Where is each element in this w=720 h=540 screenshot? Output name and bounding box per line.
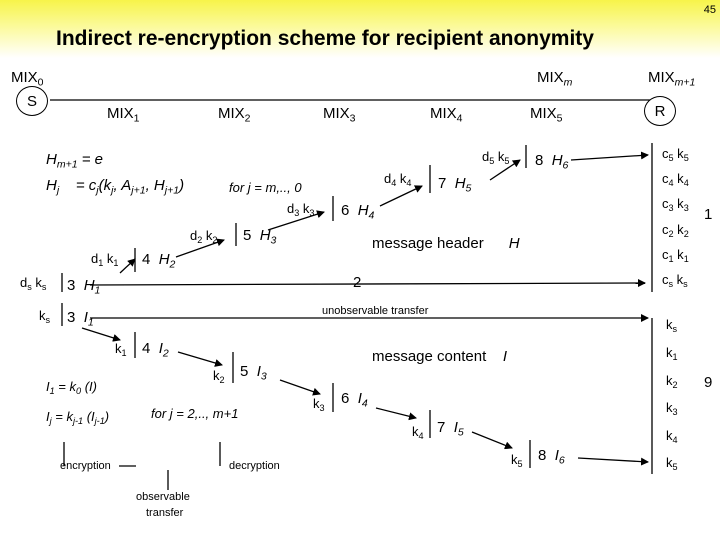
hm1-definition: Hm+1 = e <box>46 151 103 171</box>
header-d2-k2: d2 k2 <box>190 228 218 246</box>
header-step-6: 6 H4 <box>341 202 375 222</box>
right-c5-k5: c5 k5 <box>662 146 689 164</box>
content-k5: k5 <box>511 452 523 470</box>
decryption-label: decryption <box>229 460 280 472</box>
header-d3-k3: d3 k3 <box>287 201 315 219</box>
right-c4-k4: c4 k4 <box>662 171 689 189</box>
right-k-s: ks <box>666 317 678 335</box>
content-step-4: 4 I2 <box>142 340 169 360</box>
observable-transfer-line2: transfer <box>146 507 184 519</box>
right-k-5: k5 <box>666 455 678 473</box>
content-for-range: for j = 2,.., m+1 <box>151 406 239 421</box>
mix0-label: MIX0 <box>11 69 44 89</box>
mix3-label: MIX3 <box>323 105 356 125</box>
content-k2: k2 <box>213 368 225 386</box>
observable-transfer-line1: observable <box>136 491 190 503</box>
mixm1-label: MIXm+1 <box>648 69 696 89</box>
mix4-label: MIX4 <box>430 105 463 125</box>
right-k-2: k2 <box>666 373 678 391</box>
header-step-8: 8 H6 <box>535 152 569 172</box>
content-step-5: 5 I3 <box>240 363 267 383</box>
header-d1-k1: d1 k1 <box>91 251 119 269</box>
title-bar-background <box>0 0 720 58</box>
content-ks: ks <box>39 308 51 326</box>
right-c2-k2: c2 k2 <box>662 222 689 240</box>
right-c1-k1: c1 k1 <box>662 247 689 265</box>
right-k-4: k4 <box>666 428 678 446</box>
unobservable-transfer-label: unobservable transfer <box>322 305 429 317</box>
slide-title: Indirect re-encryption scheme for recipi… <box>56 27 594 50</box>
header-d5-k5: d5 k5 <box>482 149 510 167</box>
right-k-3: k3 <box>666 400 678 418</box>
header-step-3: 3 H1 <box>67 277 101 297</box>
header-step-4: 4 H2 <box>142 251 176 271</box>
content-k1: k1 <box>115 341 127 359</box>
mix2-label: MIX2 <box>218 105 251 125</box>
content-k3: k3 <box>313 396 325 414</box>
sender-node: S <box>16 86 48 116</box>
i1-definition: I1 = k0 (I) <box>46 379 97 397</box>
right-k-1: k1 <box>666 345 678 363</box>
right-step-9: 9 <box>704 374 713 391</box>
encryption-label: encryption <box>60 460 111 472</box>
header-d4-k4: d4 k4 <box>384 171 412 189</box>
content-step-8: 8 I6 <box>538 447 565 467</box>
mixm-label: MIXm <box>537 69 573 89</box>
mix1-label: MIX1 <box>107 105 140 125</box>
message-content-label: message content I <box>372 348 508 365</box>
header-for-range: for j = m,.., 0 <box>229 180 302 195</box>
content-step-7: 7 I5 <box>437 419 464 439</box>
content-step-3: 3 I1 <box>67 309 94 329</box>
right-cs-ks: cs ks <box>662 272 688 290</box>
content-step-6: 6 I4 <box>341 390 368 410</box>
header-step-5: 5 H3 <box>243 227 277 247</box>
recipient-node: R <box>644 96 676 126</box>
right-step-1: 1 <box>704 206 713 223</box>
right-c3-k3: c3 k3 <box>662 196 689 214</box>
content-k4: k4 <box>412 424 424 442</box>
header-ds-ks: ds ks <box>20 275 47 293</box>
hj-definition: Hj = cj(kj, Aj+1, Hj+1) <box>46 177 185 197</box>
ij-definition: Ij = kj-1 (Ij-1) <box>46 409 110 427</box>
mix5-label: MIX5 <box>530 105 563 125</box>
header-step-7: 7 H5 <box>438 175 472 195</box>
message-header-label: message header H <box>372 235 520 252</box>
header-step-2: 2 <box>353 274 362 291</box>
page-number: 45 <box>703 4 716 16</box>
